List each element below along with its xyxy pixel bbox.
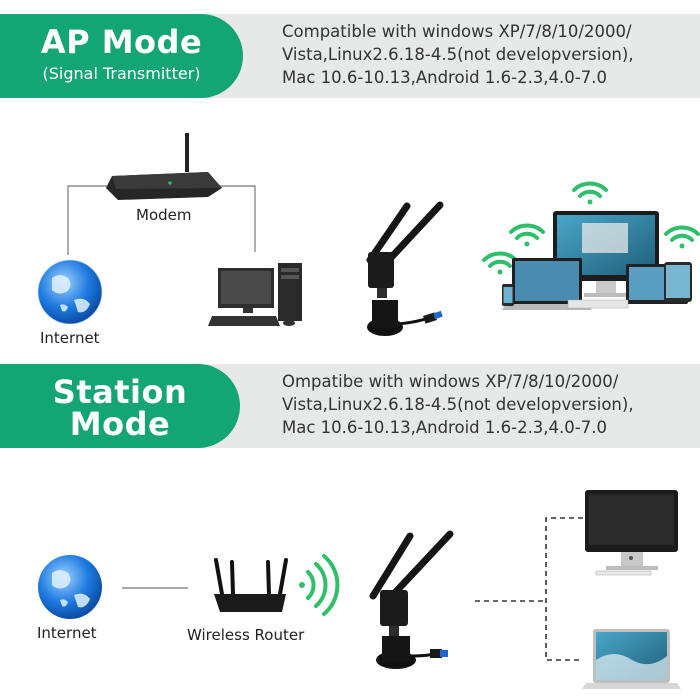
station-mode-subtitle: (Signal Receiver) <box>52 446 188 465</box>
ap-mode-header: AP Mode (Signal Transmitter) Compatible … <box>0 14 700 98</box>
desktop-pc-icon <box>208 263 302 326</box>
wifi-icon <box>482 181 700 275</box>
router-icon <box>214 558 288 612</box>
usb-adapter-icon <box>369 530 454 669</box>
ap-internet-label: Internet <box>40 329 100 347</box>
modem-icon <box>106 133 222 200</box>
globe-icon <box>37 259 103 325</box>
station-mode-header: Station Mode (Signal Receiver) Ompatibe … <box>0 364 700 465</box>
laptop-icon <box>582 629 681 689</box>
ap-mode-title: AP Mode <box>40 23 203 61</box>
station-dashed-lines <box>475 517 583 661</box>
station-compatibility-text: Ompatibe with windows XP/7/8/10/2000/ Vi… <box>282 372 634 437</box>
ap-mode-subtitle: (Signal Transmitter) <box>42 64 201 83</box>
ap-mode-badge: AP Mode (Signal Transmitter) <box>0 14 243 98</box>
station-mode-badge: Station Mode (Signal Receiver) <box>0 364 240 465</box>
modem-label: Modem <box>136 206 192 224</box>
router-label: Wireless Router <box>187 626 305 644</box>
usb-adapter-icon <box>366 201 444 336</box>
devices-icon <box>502 211 692 310</box>
globe-icon <box>38 555 102 619</box>
wifi-icon <box>299 554 340 616</box>
ap-connector-lines <box>67 185 256 255</box>
station-internet-label: Internet <box>37 624 97 642</box>
monitor-icon <box>585 490 678 576</box>
station-mode-title: Station Mode <box>52 373 188 443</box>
ap-compatibility-text: Compatible with windows XP/7/8/10/2000/ … <box>282 22 634 87</box>
